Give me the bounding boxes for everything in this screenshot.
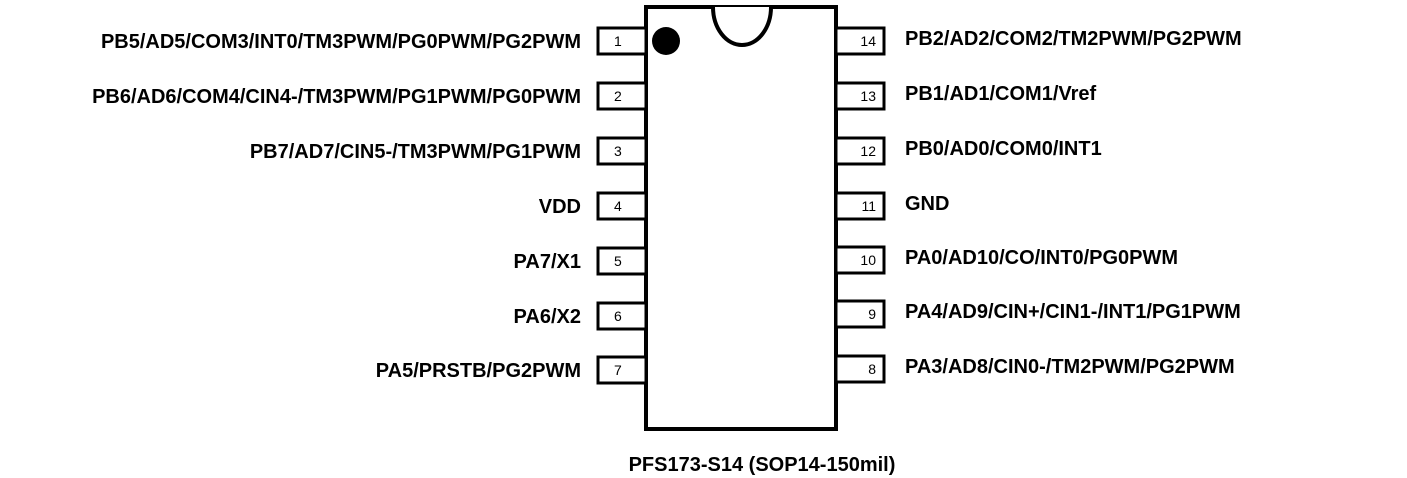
pin-box — [596, 301, 648, 331]
pin-label: PB0/AD0/COM0/INT1 — [905, 138, 1102, 160]
pin-4: 4 VDD — [539, 191, 648, 221]
pin-number: 12 — [860, 143, 876, 159]
package-caption: PFS173-S14 (SOP14-150mil) — [629, 454, 896, 476]
pins-left: 1 PB5/AD5/COM3/INT0/TM3PWM/PG0PWM/PG2PWM 2… — [92, 26, 648, 385]
pin1-marker-dot — [652, 27, 680, 55]
pin-label: PA4/AD9/CIN+/CIN1-/INT1/PG1PWM — [905, 301, 1241, 323]
pin-box — [834, 26, 886, 56]
pin-box — [596, 355, 648, 385]
pin-label: PB1/AD1/COM1/Vref — [905, 83, 1097, 105]
pin-5: 5 PA7/X1 — [514, 246, 648, 276]
pin-14: 14 PB2/AD2/COM2/TM2PWM/PG2PWM — [834, 26, 1242, 56]
pin-10: 10 PA0/AD10/CO/INT0/PG0PWM — [834, 245, 1178, 275]
pin-label: VDD — [539, 196, 581, 218]
pin-7: 7 PA5/PRSTB/PG2PWM — [376, 355, 648, 385]
pin-label: PA0/AD10/CO/INT0/PG0PWM — [905, 247, 1178, 269]
pin-number: 1 — [614, 33, 622, 49]
pin-number: 13 — [860, 88, 876, 104]
chip-notch — [711, 6, 773, 47]
pin-9: 9 PA4/AD9/CIN+/CIN1-/INT1/PG1PWM — [834, 299, 1241, 329]
pin-number: 7 — [614, 362, 622, 378]
pin-11: 11 GND — [834, 191, 949, 221]
pin-box — [834, 245, 886, 275]
pin-label: PB5/AD5/COM3/INT0/TM3PWM/PG0PWM/PG2PWM — [101, 31, 581, 53]
pin-2: 2 PB6/AD6/COM4/CIN4-/TM3PWM/PG1PWM/PG0PWM — [92, 81, 648, 111]
pin-box — [834, 354, 886, 384]
pin-number: 9 — [868, 306, 876, 322]
pin-box — [596, 191, 648, 221]
chip-outline — [644, 5, 838, 431]
pin-box — [596, 81, 648, 111]
pin-box — [834, 191, 886, 221]
pin-13: 13 PB1/AD1/COM1/Vref — [834, 81, 1097, 111]
pin-number: 14 — [860, 33, 876, 49]
pin-number: 4 — [614, 198, 622, 214]
pin-box — [834, 299, 886, 329]
pin-number: 8 — [868, 361, 876, 377]
pin-1: 1 PB5/AD5/COM3/INT0/TM3PWM/PG0PWM/PG2PWM — [101, 26, 648, 56]
pin-number: 2 — [614, 88, 622, 104]
pin-box — [596, 136, 648, 166]
pin-label: PA7/X1 — [514, 251, 581, 273]
pin-label: PA5/PRSTB/PG2PWM — [376, 360, 581, 382]
pin-label: PB7/AD7/CIN5-/TM3PWM/PG1PWM — [250, 141, 581, 163]
pin-6: 6 PA6/X2 — [514, 301, 648, 331]
pin-3: 3 PB7/AD7/CIN5-/TM3PWM/PG1PWM — [250, 136, 648, 166]
pin-number: 10 — [860, 252, 876, 268]
pin-box — [596, 26, 648, 56]
pin-number: 11 — [861, 198, 876, 214]
pin-number: 6 — [614, 308, 622, 324]
pin-box — [596, 246, 648, 276]
pin-label: PB2/AD2/COM2/TM2PWM/PG2PWM — [905, 28, 1242, 50]
pin-label: PA3/AD8/CIN0-/TM2PWM/PG2PWM — [905, 356, 1235, 378]
pin-label: PA6/X2 — [514, 306, 581, 328]
pin-number: 5 — [614, 253, 622, 269]
pin-label: PB6/AD6/COM4/CIN4-/TM3PWM/PG1PWM/PG0PWM — [92, 86, 581, 108]
chip-body — [644, 5, 838, 431]
pin-box — [834, 81, 886, 111]
pin-8: 8 PA3/AD8/CIN0-/TM2PWM/PG2PWM — [834, 354, 1235, 384]
pin-number: 3 — [614, 143, 622, 159]
pins-right: 14 PB2/AD2/COM2/TM2PWM/PG2PWM 13 PB1/AD1/CO… — [834, 26, 1242, 384]
pin-label: GND — [905, 193, 949, 215]
pin-box — [834, 136, 886, 166]
pin-12: 12 PB0/AD0/COM0/INT1 — [834, 136, 1102, 166]
